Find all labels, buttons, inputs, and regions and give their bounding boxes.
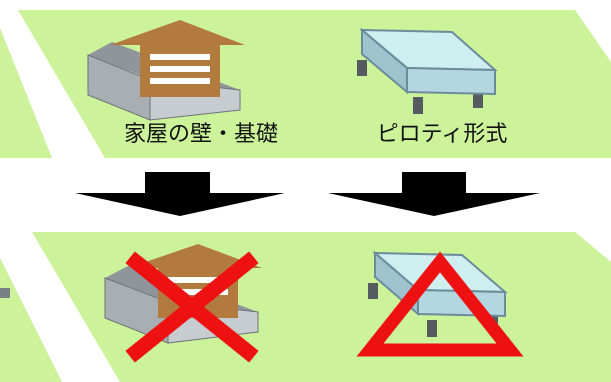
down-arrow-icon xyxy=(328,172,540,216)
wall-foundation-label: 家屋の壁・基礎 xyxy=(123,122,278,147)
partial-icon xyxy=(0,288,10,298)
cross-mark-icon xyxy=(125,251,259,363)
down-arrow-icon xyxy=(75,172,285,216)
bottom-left-band xyxy=(0,258,62,382)
top-left-band xyxy=(0,28,52,158)
piloti-label: ピロティ形式 xyxy=(376,122,508,147)
house-wall-foundation-icon xyxy=(87,20,245,121)
triangle-mark-icon xyxy=(356,251,524,357)
piloti-slab-icon xyxy=(357,27,498,114)
